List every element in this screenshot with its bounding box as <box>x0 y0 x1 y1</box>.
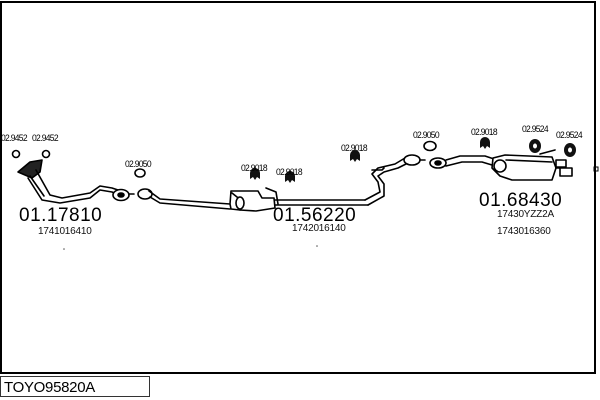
oem-number: 1741016410 <box>38 226 92 237</box>
accessory-code: 02.9018 <box>276 167 303 178</box>
accessory-code: 02.9524 <box>556 130 583 141</box>
accessory-code: 02.9452 <box>1 133 28 144</box>
rubber-hanger-icon <box>250 168 260 180</box>
rear-silencer <box>429 149 573 181</box>
oem-number: 1743016360 <box>497 226 551 237</box>
centre-pipe <box>137 154 426 212</box>
rubber-hanger-icon <box>480 137 490 149</box>
accessory-code: 02.9018 <box>471 127 498 138</box>
rubber-mount-icon <box>564 143 576 157</box>
hangers <box>250 137 576 183</box>
diagram-frame <box>0 1 596 374</box>
accessory-code: 02.9452 <box>32 133 59 144</box>
accessory-code: 02.9018 <box>241 163 268 174</box>
rubber-hanger-icon <box>285 171 295 183</box>
accessory-code: 02.9050 <box>413 130 440 141</box>
part-number: 01.56220 <box>273 205 357 226</box>
oem-number: 1742016140 <box>292 223 346 234</box>
part-number: 01.17810 <box>19 205 103 226</box>
rubber-mount-icon <box>529 139 541 153</box>
accessory-code: 02.9050 <box>125 159 152 170</box>
rubber-hanger-icon <box>350 150 360 162</box>
gasket-ring-icon <box>41 149 51 159</box>
gasket-ring-icon <box>11 149 21 159</box>
gasket-ring-icon <box>134 168 146 178</box>
oem-number: 17430YZZ2A <box>497 209 554 220</box>
front-pipe <box>17 159 135 204</box>
accessory-code: 02.9524 <box>522 124 549 135</box>
kit-code-box: TOYO95820A <box>0 376 150 397</box>
gasket-ring-icon <box>423 140 437 152</box>
kit-code: TOYO95820A <box>4 379 95 396</box>
accessory-code: 02.9018 <box>341 143 368 154</box>
part-number: 01.68430 <box>479 190 563 211</box>
